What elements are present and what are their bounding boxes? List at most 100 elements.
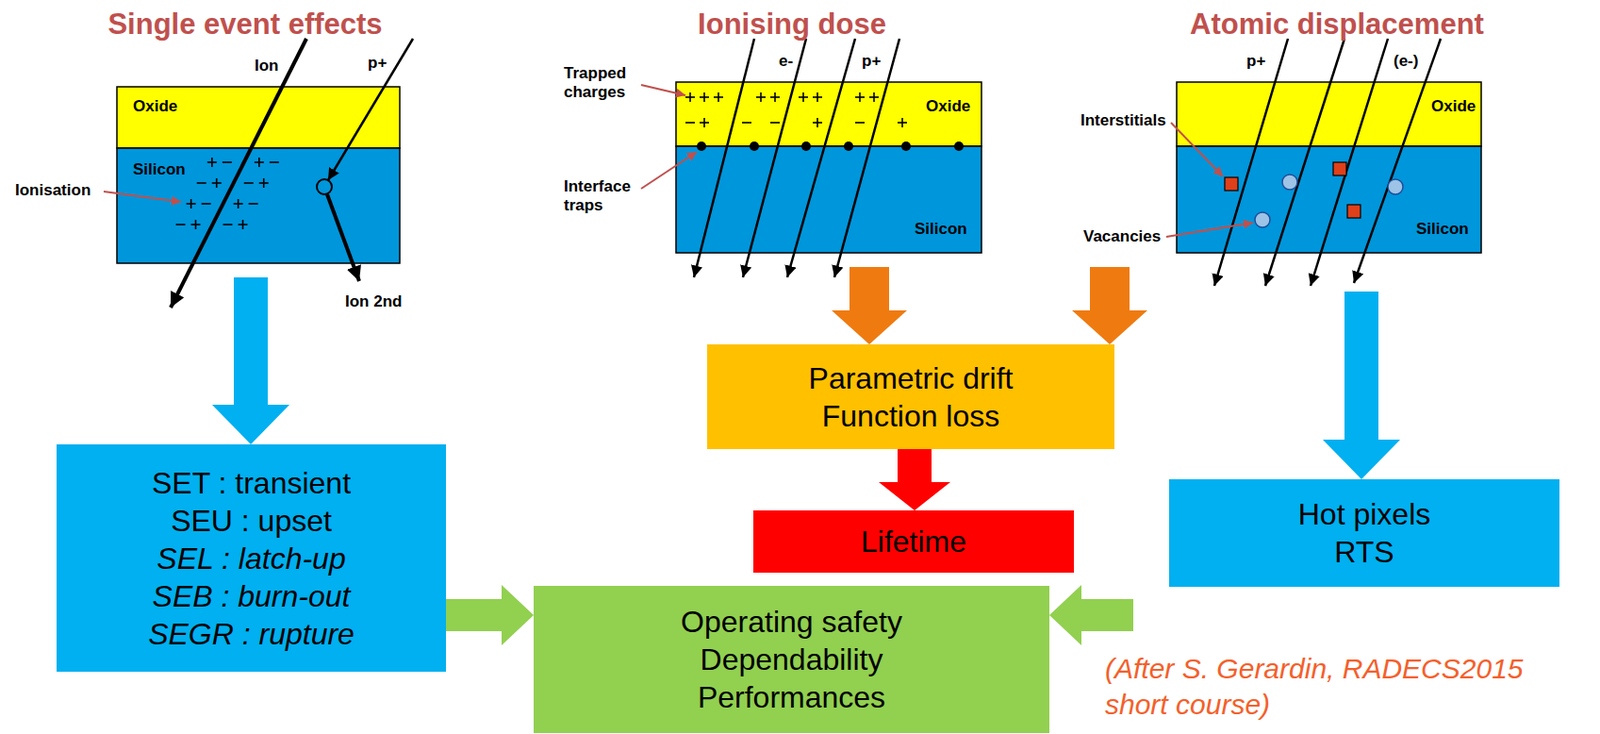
block-arrow xyxy=(878,448,951,511)
ion-track xyxy=(170,38,307,308)
trap-dot xyxy=(901,141,911,151)
trap-dot xyxy=(954,141,964,151)
box-text: Hot pixels xyxy=(1298,494,1432,533)
layer-label: Oxide xyxy=(925,97,971,116)
part-label: p+ xyxy=(1246,51,1266,71)
part-label: p+ xyxy=(367,53,387,73)
box-text: Parametric drift xyxy=(808,359,1014,397)
charge-signs xyxy=(176,92,908,230)
vacancy-circle xyxy=(1387,179,1403,195)
charge-stroke xyxy=(703,92,706,102)
particle-tracks xyxy=(1214,38,1441,286)
layer-label: Oxide xyxy=(1431,97,1476,116)
part-label: Trapped charges xyxy=(563,64,640,102)
leader-line xyxy=(641,151,697,189)
charge-stroke xyxy=(242,219,245,230)
charge-stroke xyxy=(269,161,280,164)
charge-stroke xyxy=(855,121,865,124)
block-arrow xyxy=(212,277,290,445)
part-label: (e-) xyxy=(1393,51,1419,71)
charge-stroke xyxy=(858,92,861,102)
charge-stroke xyxy=(802,92,805,102)
layer-label: Oxide xyxy=(132,97,178,116)
box-text: RTS xyxy=(1334,532,1394,571)
interface-traps xyxy=(696,141,964,151)
part-label: Interstitials xyxy=(1080,111,1167,131)
box-text: SET : transient xyxy=(151,463,351,502)
box-text: Lifetime xyxy=(860,522,967,561)
panel-heading: Atomic displacement xyxy=(1189,7,1485,42)
trap-dot xyxy=(801,141,811,151)
trap-dot xyxy=(696,141,707,151)
vacancy-circle xyxy=(1254,212,1271,228)
nucleus xyxy=(316,179,332,195)
interstitial-square xyxy=(1333,162,1347,176)
part-label: p+ xyxy=(861,51,881,71)
charge-stroke xyxy=(258,157,261,167)
layer-label: Silicon xyxy=(1416,219,1469,239)
particle-track xyxy=(1353,38,1441,283)
charge-stroke xyxy=(222,161,232,164)
block-arrow xyxy=(1049,584,1134,645)
outcome-box: Operating safetyDependabilityPerformance… xyxy=(533,585,1050,733)
leader-line xyxy=(641,84,686,96)
block-arrow xyxy=(831,266,908,345)
charge-stroke xyxy=(195,219,198,230)
pixels-box: Hot pixelsRTS xyxy=(1169,478,1560,587)
source-note: (After S. Gerardin, RADECS2015 short cou… xyxy=(1105,650,1539,723)
leader-line xyxy=(103,191,182,202)
oxide-layer xyxy=(676,82,982,147)
proton-track xyxy=(328,38,413,181)
oxide-layer xyxy=(1176,82,1482,147)
effects-box: SET : transientSEU : upsetSEL : latch-up… xyxy=(56,444,446,672)
trap-dot xyxy=(749,141,759,151)
part-label: Ion xyxy=(254,56,280,76)
part-label: Vacancies xyxy=(1083,227,1161,247)
box-text: Function loss xyxy=(822,396,1001,435)
charge-stroke xyxy=(816,117,819,128)
charge-stroke xyxy=(770,121,780,124)
part-label: e- xyxy=(778,51,793,71)
panel-heading: Single event effects xyxy=(107,7,382,42)
charge-stroke xyxy=(197,181,207,184)
box-text: SEB : burn-out xyxy=(152,577,351,615)
leader-line xyxy=(1166,222,1254,237)
charge-stroke xyxy=(176,223,186,226)
particle-track xyxy=(1310,38,1388,286)
part-label: Ionisation xyxy=(15,181,91,200)
cross-section-panel: Ionising doseOxideSilicon xyxy=(659,1,1000,267)
charge-stroke xyxy=(873,92,875,102)
particle-track xyxy=(834,38,900,278)
vacancy-circle xyxy=(1282,174,1298,190)
layer-label: Silicon xyxy=(914,219,968,239)
charge-stroke xyxy=(717,92,720,102)
charge-stroke xyxy=(190,198,193,209)
particle-track xyxy=(693,38,755,278)
charge-stroke xyxy=(237,198,240,209)
box-text: Performances xyxy=(697,677,886,716)
charge-stroke xyxy=(215,178,218,188)
charge-stroke xyxy=(263,178,265,188)
trap-dot xyxy=(843,141,854,151)
lifetime-box: Lifetime xyxy=(753,510,1074,573)
particle-tracks xyxy=(693,38,900,278)
panel-heading: Ionising dose xyxy=(697,7,887,42)
interstitials xyxy=(1224,162,1361,218)
charge-stroke xyxy=(685,121,695,124)
layer-label: Silicon xyxy=(132,160,186,180)
charge-stroke xyxy=(901,117,904,128)
charge-stroke xyxy=(244,181,254,184)
charge-stroke xyxy=(816,92,819,102)
cross-section-panel: Atomic displacementOxideSilicon xyxy=(1074,1,1507,267)
interstitial-square xyxy=(1347,204,1361,218)
leader-line xyxy=(1171,122,1223,177)
charge-stroke xyxy=(742,121,752,124)
block-arrow xyxy=(445,584,534,645)
box-text: SEGR : rupture xyxy=(148,614,355,653)
interstitial-square xyxy=(1224,177,1238,191)
box-text: SEL : latch-up xyxy=(156,539,346,578)
block-arrow xyxy=(1072,266,1148,345)
charge-stroke xyxy=(703,117,706,128)
secondary-ion-track xyxy=(327,194,360,281)
silicon-layer xyxy=(1176,146,1482,253)
